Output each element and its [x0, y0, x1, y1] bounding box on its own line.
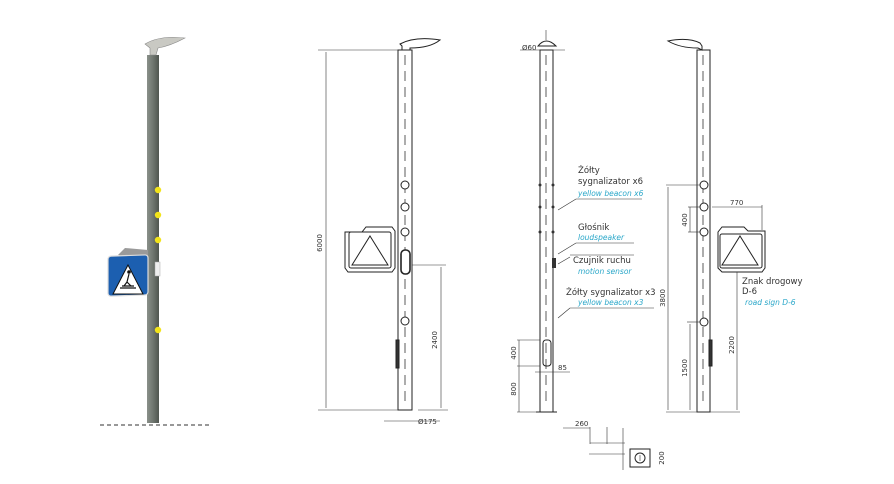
svg-text:Żółty sygnalizator x3: Żółty sygnalizator x3 — [566, 287, 656, 298]
svg-text:road sign D-6: road sign D-6 — [745, 298, 796, 307]
svg-text:yellow beacon x3: yellow beacon x3 — [577, 298, 644, 307]
label-yellow-beacon-x3: Żółty sygnalizator x3 yellow beacon x3 — [557, 287, 656, 319]
pole-render — [100, 36, 212, 426]
front-view: 6000 2400 Ø175 — [316, 38, 448, 426]
svg-text:Żółty: Żółty — [578, 165, 600, 176]
dim-sign-width: 770 — [730, 199, 743, 207]
svg-text:Głośnik: Głośnik — [578, 222, 609, 233]
dim-door-base: 800 — [510, 382, 518, 395]
label-loudspeaker: Głośnik loudspeaker — [557, 222, 634, 255]
dim-sign-height: 2400 — [431, 331, 439, 349]
svg-text:loudspeaker: loudspeaker — [578, 233, 625, 242]
svg-text:sygnalizator x6: sygnalizator x6 — [578, 177, 643, 187]
road-sign-d6 — [107, 248, 149, 297]
dim-beacon-top: 3800 — [659, 289, 667, 307]
svg-text:Znak drogowy: Znak drogowy — [742, 277, 803, 287]
dim-sign-height-side: 2200 — [728, 336, 736, 354]
motion-sensor — [154, 261, 161, 277]
dim-door-width: 85 — [558, 364, 567, 372]
lamp-head — [399, 38, 442, 51]
dim-beacon-spacing: 400 — [681, 213, 689, 226]
lamp-head — [144, 36, 186, 56]
base-plate-detail: 260 200 — [563, 420, 666, 470]
svg-text:Czujnik ruchu: Czujnik ruchu — [573, 256, 631, 266]
road-sign-outline — [344, 226, 396, 273]
dim-door-height: 400 — [510, 346, 518, 359]
svg-text:motion sensor: motion sensor — [578, 267, 632, 276]
dim-top-diameter: Ø60 — [522, 44, 536, 52]
yellow-beacons — [154, 186, 162, 334]
road-sign-outline — [717, 226, 766, 273]
dim-base-diameter: Ø175 — [418, 418, 437, 426]
svg-text:D-6: D-6 — [742, 287, 757, 297]
side-view: Ø60 400 800 85 Żółty sygnalizator x6 yel… — [510, 30, 666, 470]
svg-text:yellow beacon x6: yellow beacon x6 — [577, 189, 644, 198]
dim-base-plate-depth: 200 — [658, 451, 666, 464]
dim-total-height: 6000 — [316, 234, 324, 252]
rear-view: 3800 400 770 1500 2200 Znak drogowy D-6 … — [659, 38, 803, 413]
dim-beacon-low: 1500 — [681, 359, 689, 377]
label-motion-sensor: Czujnik ruchu motion sensor — [557, 254, 634, 276]
label-road-sign: Znak drogowy D-6 road sign D-6 — [742, 277, 803, 307]
dim-base-plate: 260 — [575, 420, 588, 428]
label-yellow-beacon-x6: Żółty sygnalizator x6 yellow beacon x6 — [557, 165, 644, 211]
